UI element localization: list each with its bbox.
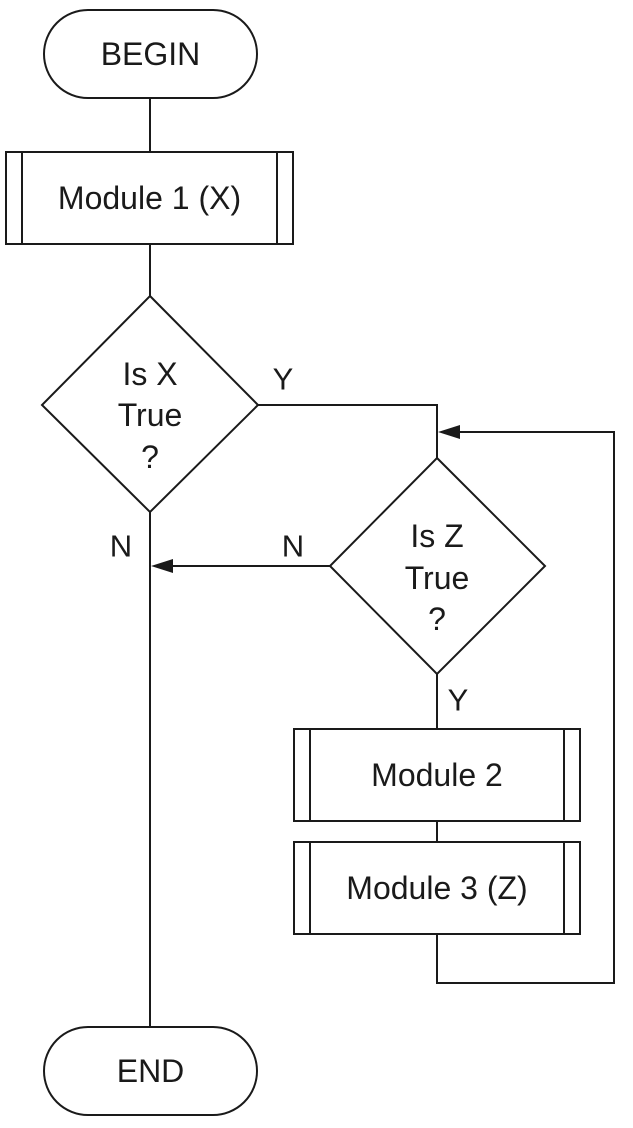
decision-x-line-1: Is X <box>122 356 177 392</box>
decision-z-line-1: Is Z <box>410 518 463 554</box>
arrowhead-decision-z-no <box>151 559 173 573</box>
edge-label-x-no: N <box>110 529 132 564</box>
module-3-label: Module 3 (Z) <box>346 870 527 906</box>
decision-x-line-2: True <box>118 397 183 433</box>
end-terminator: END <box>43 1026 258 1116</box>
decision-x-line-3: ? <box>141 439 159 475</box>
edge-label-z-yes: Y <box>448 683 469 718</box>
module-2-label: Module 2 <box>371 757 503 793</box>
decision-z-line-2: True <box>405 560 470 596</box>
module-2-process: Module 2 <box>293 728 581 822</box>
edge-label-z-no: N <box>282 529 304 564</box>
module-1-label: Module 1 (X) <box>58 180 241 216</box>
arrowhead-loop-back <box>438 425 460 439</box>
decision-z-line-3: ? <box>428 601 446 637</box>
module-1-process: Module 1 (X) <box>5 151 294 245</box>
edge-loop-back <box>436 431 615 984</box>
edge-label-x-yes: Y <box>273 362 294 397</box>
decision-x: Is X True ? <box>40 294 260 514</box>
begin-terminator: BEGIN <box>43 9 258 99</box>
begin-label: BEGIN <box>101 36 201 72</box>
end-label: END <box>117 1053 185 1089</box>
module-3-process: Module 3 (Z) <box>293 841 581 935</box>
edge-decision-x-yes <box>258 404 438 458</box>
decision-z: Is Z True ? <box>328 456 547 676</box>
